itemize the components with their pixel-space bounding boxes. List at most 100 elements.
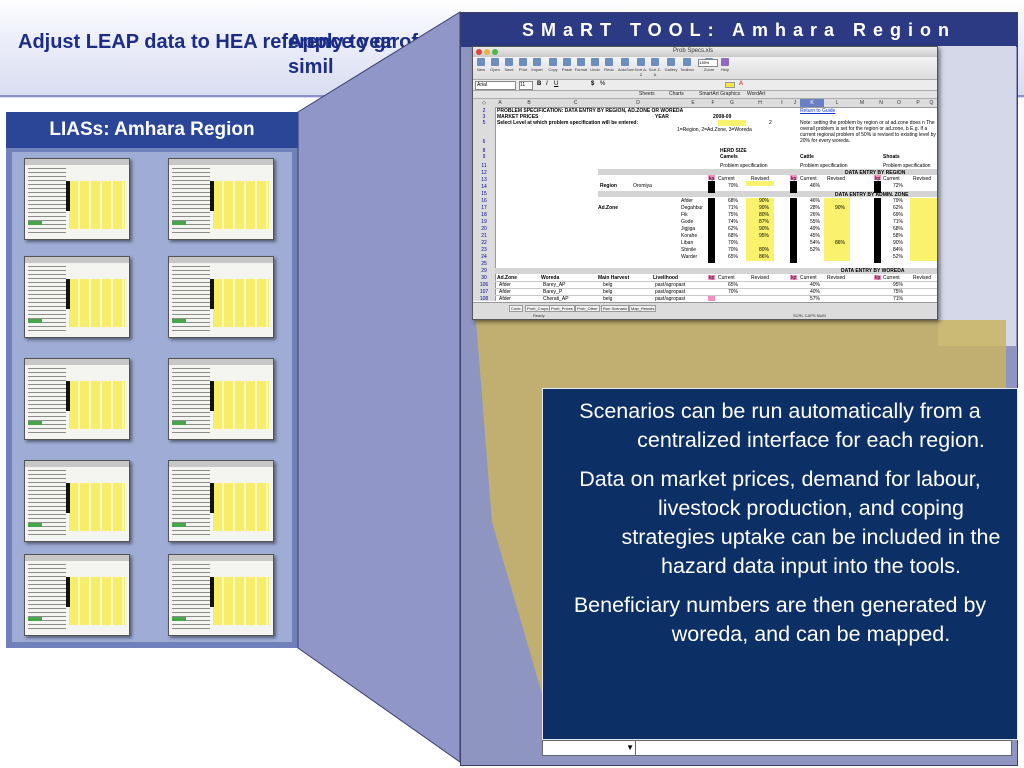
- sheet-tab[interactable]: Map_Results: [629, 305, 657, 312]
- region-camel-current[interactable]: 70%: [728, 183, 739, 189]
- row-number[interactable]: 30: [481, 275, 487, 281]
- column-header[interactable]: O: [897, 100, 901, 106]
- zone-cattle-current[interactable]: 26%: [810, 212, 821, 218]
- close-icon[interactable]: [476, 49, 482, 55]
- toolbox-button[interactable]: Toolbox: [680, 58, 694, 72]
- zone-camel-current[interactable]: 75%: [728, 212, 739, 218]
- woreda-livelihood[interactable]: past/agropast: [655, 282, 686, 288]
- format-button[interactable]: Format: [574, 58, 588, 72]
- tab-charts[interactable]: Charts: [669, 91, 684, 97]
- region-shoat-current[interactable]: 72%: [893, 183, 904, 189]
- select-level-cell[interactable]: Select Level at which problem specificat…: [497, 120, 639, 126]
- woreda-col-header[interactable]: Main Harvest: [598, 275, 630, 281]
- tab-sheets[interactable]: Sheets: [639, 91, 655, 97]
- year-value-cell[interactable]: 2008-09: [713, 114, 732, 120]
- spreadsheet-grid[interactable]: 2 3 5 6 8 9 11 12 13 14 15 16 17 18 19 2…: [473, 107, 937, 302]
- region-label-cell[interactable]: Region: [600, 183, 617, 189]
- woreda-col-header[interactable]: Ad.Zone: [497, 275, 517, 281]
- zone-camel-revised[interactable]: 95%: [759, 233, 770, 239]
- woreda-name[interactable]: Barey_AP: [543, 282, 566, 288]
- currency-icon[interactable]: $: [591, 81, 595, 87]
- woreda-col-header[interactable]: Livelihood: [653, 275, 678, 281]
- zone-camel-current[interactable]: 70%: [728, 247, 739, 253]
- spreadsheet-thumbnail[interactable]: [168, 158, 274, 240]
- row-number[interactable]: 13: [481, 177, 487, 183]
- spreadsheet-thumbnail[interactable]: [24, 460, 130, 542]
- font-size-select[interactable]: 11: [519, 81, 533, 90]
- zone-camel-revised[interactable]: 80%: [759, 212, 770, 218]
- row-number[interactable]: 20: [481, 226, 487, 232]
- zone-name[interactable]: Korahe: [681, 233, 698, 239]
- underline-icon[interactable]: U: [554, 81, 559, 87]
- row-number[interactable]: 107: [479, 289, 489, 295]
- zone-camel-revised[interactable]: 90%: [759, 198, 770, 204]
- zoom-select[interactable]: 135%: [698, 59, 718, 67]
- column-header[interactable]: G: [730, 100, 734, 106]
- row-number[interactable]: 106: [479, 282, 489, 288]
- zone-camel-revised[interactable]: 80%: [759, 247, 770, 253]
- row-number[interactable]: 6: [482, 139, 486, 145]
- zone-name[interactable]: Fik: [681, 212, 688, 218]
- column-header[interactable]: B: [527, 100, 531, 106]
- zone-name[interactable]: Afder: [681, 198, 693, 204]
- note-cell[interactable]: Note: setting the problem by region or a…: [800, 120, 936, 144]
- bottom-dropdown-bar[interactable]: ▼: [542, 740, 1012, 756]
- zone-camel-current[interactable]: 71%: [728, 205, 739, 211]
- spreadsheet-thumbnail[interactable]: [24, 358, 130, 440]
- zone-camel-revised[interactable]: 86%: [759, 254, 770, 260]
- row-number[interactable]: 22: [481, 240, 487, 246]
- zone-camel-revised[interactable]: 90%: [759, 226, 770, 232]
- column-header[interactable]: P: [916, 100, 920, 106]
- column-header[interactable]: J: [793, 100, 797, 106]
- open-button[interactable]: Open: [488, 58, 502, 72]
- sheet-tab[interactable]: Prob_Crops: [525, 305, 551, 312]
- woreda-zone[interactable]: Afder: [499, 289, 511, 295]
- save-button[interactable]: Save: [502, 58, 516, 72]
- minimize-icon[interactable]: [484, 49, 490, 55]
- woreda-zone[interactable]: Afder: [499, 296, 511, 302]
- spreadsheet-thumbnail[interactable]: [168, 460, 274, 542]
- woreda-name[interactable]: Cherati_AP: [543, 296, 569, 302]
- zone-name[interactable]: Shinile: [681, 247, 697, 253]
- zone-cattle-current[interactable]: 45%: [810, 233, 821, 239]
- spreadsheet-thumbnail[interactable]: [24, 554, 130, 636]
- chevron-down-icon[interactable]: ▼: [626, 743, 634, 752]
- zone-cattle-current[interactable]: 54%: [810, 240, 821, 246]
- year-label-cell[interactable]: YEAR: [655, 114, 669, 120]
- row-number[interactable]: 19: [481, 219, 487, 225]
- woreda-zone[interactable]: Afder: [499, 282, 511, 288]
- zone-shoat-current[interactable]: 62%: [893, 205, 904, 211]
- select-all-icon[interactable]: ◇: [482, 100, 486, 106]
- woreda-cattle-current[interactable]: 57%: [810, 296, 821, 302]
- column-header[interactable]: L: [835, 100, 839, 106]
- woreda-harvest[interactable]: belg: [603, 289, 613, 295]
- spreadsheet-thumbnail[interactable]: [24, 256, 130, 338]
- print-button[interactable]: Print: [516, 58, 530, 72]
- column-header[interactable]: N: [879, 100, 883, 106]
- problem-spec-camels[interactable]: Problem specification: [720, 163, 768, 169]
- row-number[interactable]: 23: [481, 247, 487, 253]
- woreda-camel-current[interactable]: 65%: [728, 282, 739, 288]
- cattle-cell[interactable]: Cattle: [800, 154, 814, 160]
- problem-spec-cattle[interactable]: Problem specification: [800, 163, 848, 169]
- zone-shoat-current[interactable]: 68%: [893, 226, 904, 232]
- row-number[interactable]: 29: [481, 268, 487, 274]
- column-header[interactable]: D: [636, 100, 640, 106]
- market-prices-cell[interactable]: MARKET PRICES: [497, 114, 539, 120]
- return-to-guide-link[interactable]: Return to Guide: [800, 108, 836, 114]
- zone-name[interactable]: Gode: [681, 219, 694, 225]
- level-hint-cell[interactable]: 1=Region, 2=Ad.Zone, 3=Woreda: [677, 127, 752, 133]
- woreda-harvest[interactable]: belg: [603, 282, 613, 288]
- row-number[interactable]: 18: [481, 212, 487, 218]
- row-number[interactable]: 108: [479, 296, 489, 302]
- spreadsheet-thumbnail[interactable]: [168, 358, 274, 440]
- row-number[interactable]: 24: [481, 254, 487, 260]
- zone-name[interactable]: Jigjiga: [681, 226, 696, 232]
- redo-button[interactable]: Redo: [602, 58, 616, 72]
- sheet-tab[interactable]: Prob_Other: [575, 305, 600, 312]
- zone-cattle-current[interactable]: 52%: [810, 247, 821, 253]
- adzone-label-cell[interactable]: Ad.Zone: [598, 205, 618, 211]
- zone-cattle-revised[interactable]: 86%: [835, 240, 846, 246]
- woreda-cattle-current[interactable]: 40%: [810, 282, 821, 288]
- row-number[interactable]: 9: [482, 154, 486, 160]
